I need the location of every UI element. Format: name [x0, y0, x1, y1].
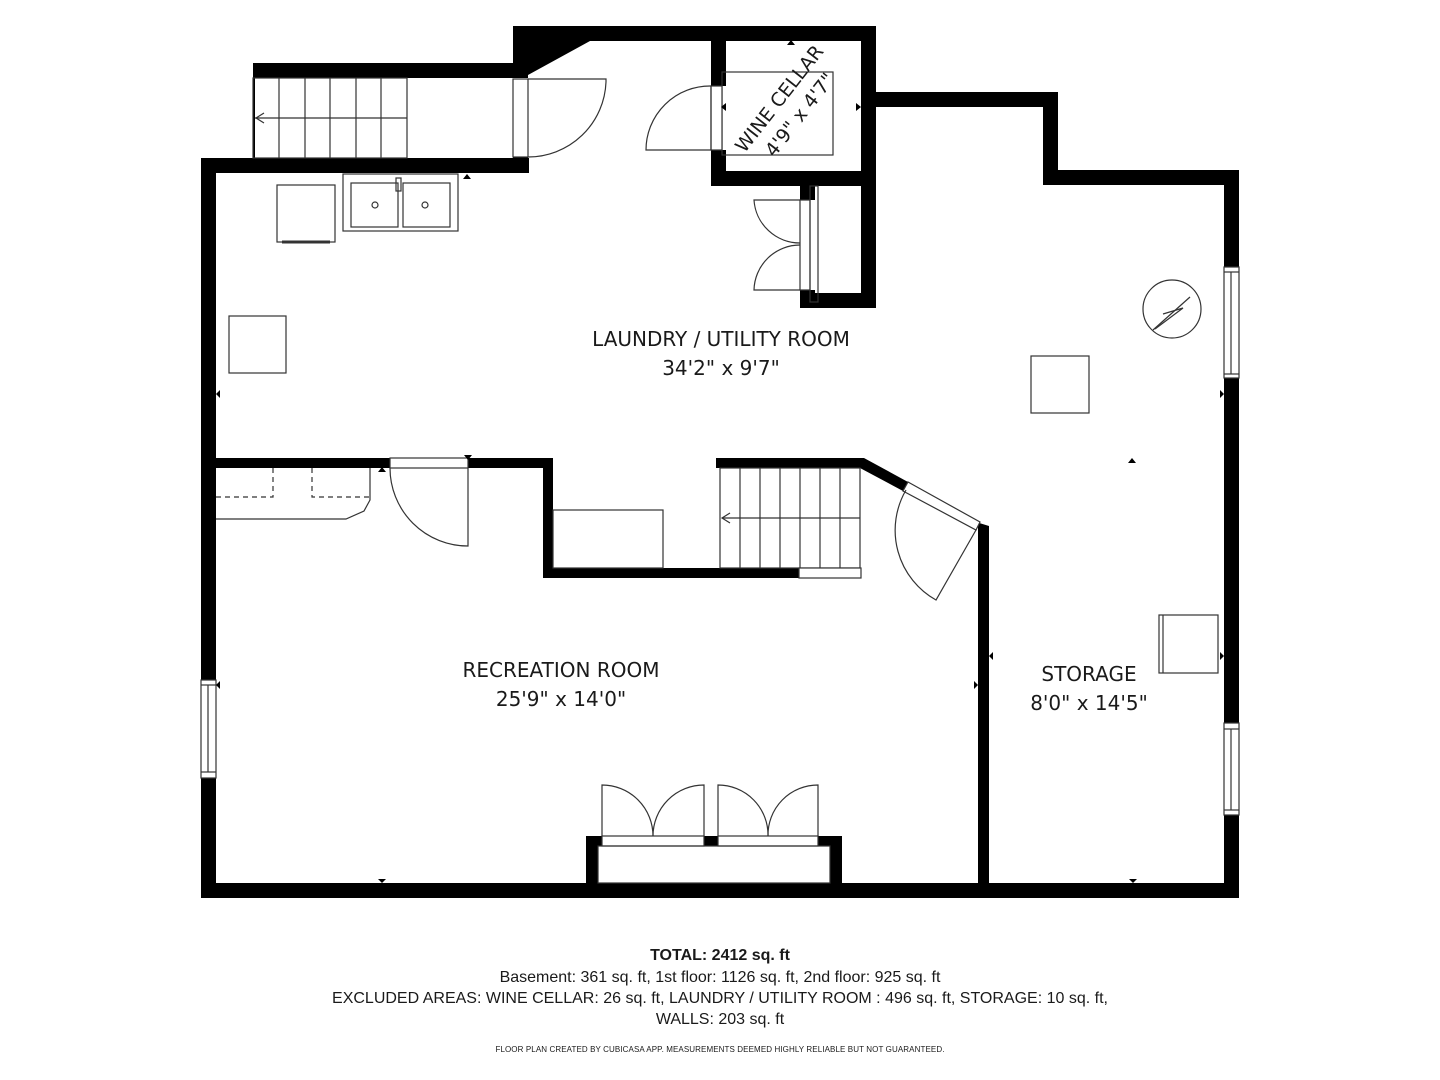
- window-icon: [1223, 266, 1240, 379]
- door-icon: [894, 481, 981, 601]
- floor-areas: Basement: 361 sq. ft, 1st floor: 1126 sq…: [499, 969, 941, 986]
- door-icon: [645, 85, 723, 151]
- electrical-panel-icon: [1142, 279, 1202, 339]
- door-icon: [389, 457, 469, 547]
- appliance-box-icon: [1158, 614, 1219, 674]
- double-sink-icon: [342, 173, 459, 232]
- room-dimensions: 8'0" x 14'5": [1030, 691, 1148, 715]
- counter-icon: [216, 468, 371, 520]
- fixtures: [200, 71, 1240, 884]
- water-heater-icon: [1030, 355, 1090, 414]
- room-recreation: RECREATION ROOM 25'9" x 14'0": [463, 656, 660, 714]
- door-icon: [512, 78, 607, 158]
- room-storage: STORAGE 8'0" x 14'5": [1030, 660, 1148, 718]
- room-name: RECREATION ROOM: [462, 658, 660, 682]
- washer-icon: [276, 184, 336, 243]
- disclaimer: FLOOR PLAN CREATED BY CUBICASA APP. MEAS…: [495, 1045, 945, 1054]
- room-name: LAUNDRY / UTILITY ROOM: [592, 327, 850, 351]
- closet-door-icon: [597, 784, 831, 884]
- excluded-areas: EXCLUDED AREAS: WINE CELLAR: 26 sq. ft, …: [332, 990, 1108, 1007]
- wall-markers: [216, 40, 1224, 883]
- stairs-middle-icon: [719, 467, 862, 579]
- stairs-top-icon: [252, 77, 408, 159]
- walls: [201, 26, 1239, 898]
- closet-door-icon: [753, 185, 819, 303]
- room-laundry: LAUNDRY / UTILITY ROOM 34'2" x 9'7": [592, 325, 850, 383]
- dryer-icon: [228, 315, 287, 374]
- total-area: TOTAL: 2412 sq. ft: [650, 947, 790, 964]
- window-icon: [1223, 722, 1240, 816]
- room-dimensions: 25'9" x 14'0": [495, 687, 627, 711]
- room-name: STORAGE: [1041, 662, 1137, 686]
- window-icon: [200, 679, 217, 779]
- room-dimensions: 34'2" x 9'7": [662, 356, 780, 380]
- walls-area: WALLS: 203 sq. ft: [655, 1011, 785, 1028]
- bench-icon: [552, 509, 664, 569]
